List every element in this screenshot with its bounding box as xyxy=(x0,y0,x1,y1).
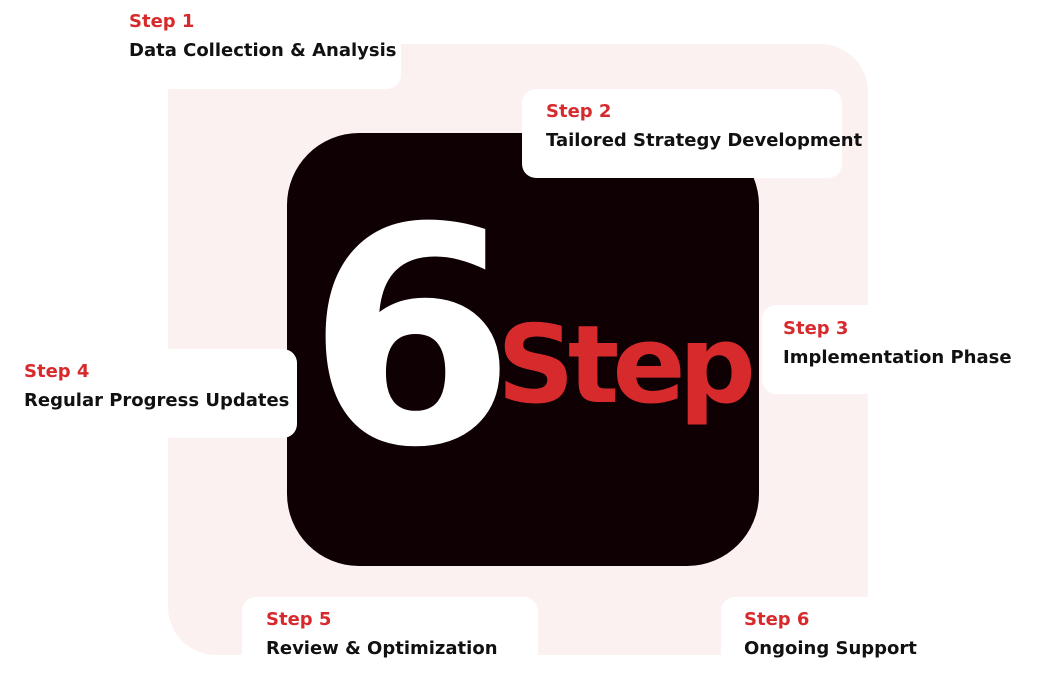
step-title: Implementation Phase xyxy=(783,347,1012,368)
step-number: Step 3 xyxy=(783,318,849,339)
step-number: Step 1 xyxy=(129,11,195,32)
step-title: Tailored Strategy Development xyxy=(546,130,863,151)
step-number: Step 4 xyxy=(24,361,90,382)
step-card-6: Step 6 Ongoing Support xyxy=(721,597,1021,686)
step-card-2: Step 2 Tailored Strategy Development xyxy=(522,89,863,178)
step-number: Step 5 xyxy=(266,609,332,630)
step-title: Review & Optimization xyxy=(266,638,498,659)
step-card-4: Step 4 Regular Progress Updates xyxy=(0,349,297,438)
step-card-1: Step 1 Data Collection & Analysis xyxy=(110,0,401,89)
step-title: Data Collection & Analysis xyxy=(129,40,397,61)
step-number: Step 2 xyxy=(546,101,612,122)
step-title: Ongoing Support xyxy=(744,638,917,659)
step-number: Step 6 xyxy=(744,609,810,630)
center-badge: 6 Step xyxy=(287,133,759,566)
center-number: 6 xyxy=(307,164,516,513)
center-step-word: Step xyxy=(497,303,756,428)
step-card-3: Step 3 Implementation Phase xyxy=(762,305,1055,394)
step-title: Regular Progress Updates xyxy=(24,390,290,411)
step-card-5: Step 5 Review & Optimization xyxy=(242,597,538,659)
